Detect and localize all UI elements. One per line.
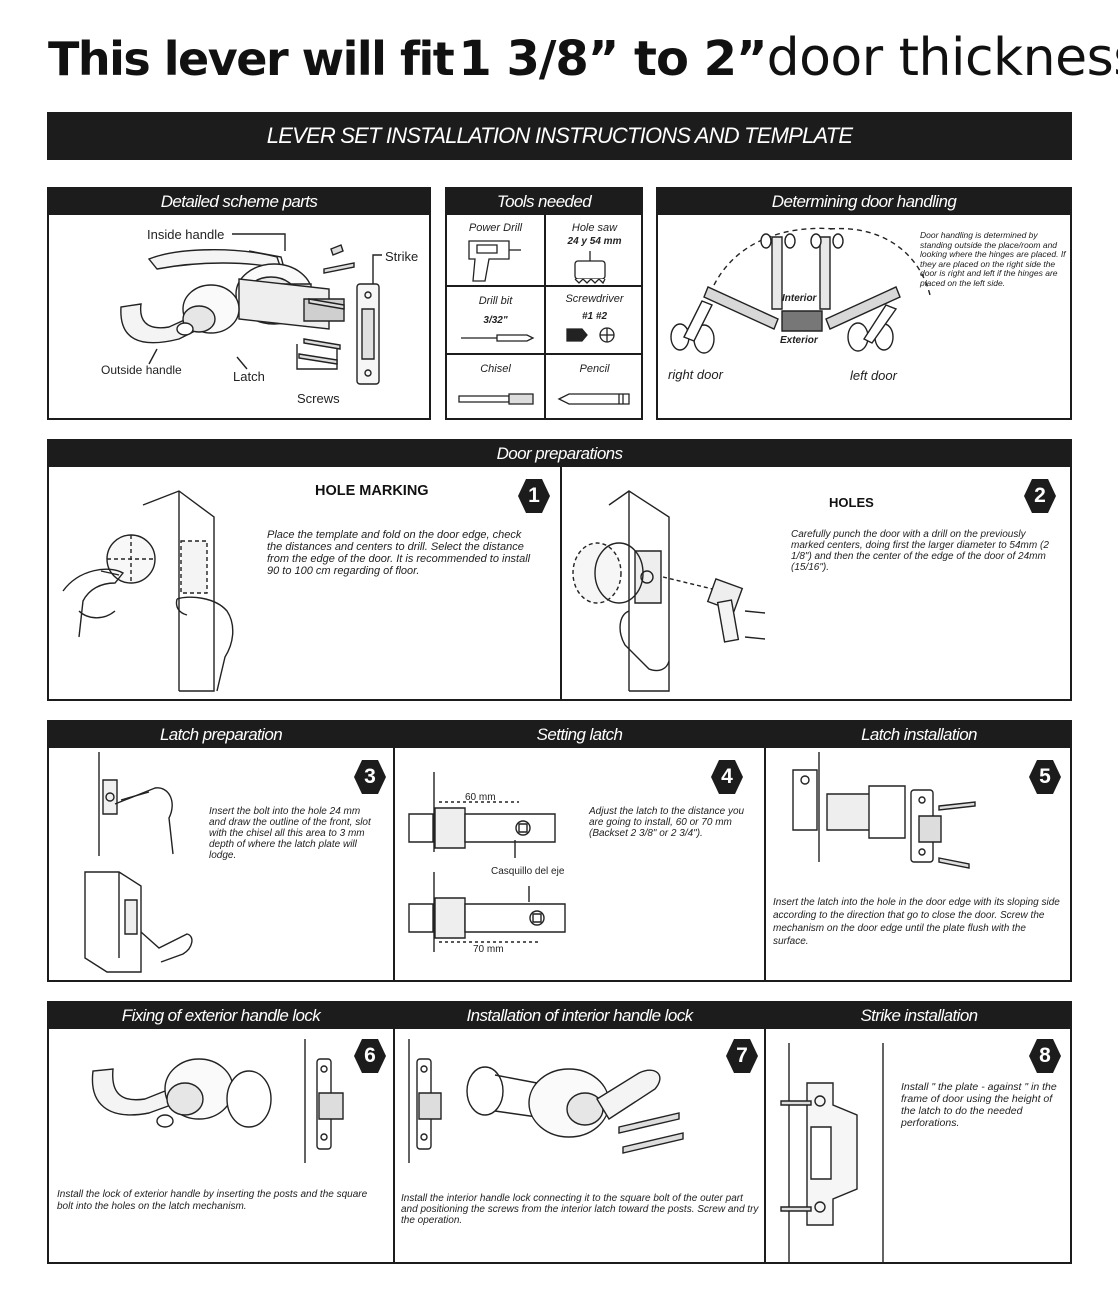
step8-text: Install " the plate - against " in the f… [901, 1081, 1057, 1129]
label-right-door: right door [668, 367, 723, 382]
label-axis-bushing: Casquillo del eje [491, 866, 565, 877]
step2-title: HOLES [829, 495, 874, 510]
headline-part3: door thickness [766, 28, 1118, 88]
tool-chisel-label: Chisel [480, 363, 511, 375]
step5-number-badge: 5 [1029, 760, 1061, 794]
dimension-60mm: 60 mm [465, 792, 496, 803]
dimension-70mm: 70 mm [473, 944, 504, 955]
tools-divider-h1 [447, 285, 641, 287]
handle-strike-drawings [49, 1003, 1074, 1266]
tools-divider-h2 [447, 353, 641, 355]
step3-text: Insert the bolt into the hole 24 mm and … [209, 806, 371, 861]
step8-number-badge: 8 [1029, 1039, 1061, 1073]
label-interior: Interior [782, 293, 817, 304]
step3-number-badge: 3 [354, 760, 386, 794]
tool-icons [447, 189, 645, 422]
latch-steps-drawings [49, 722, 1074, 984]
headline-part1: This lever will fit [48, 32, 455, 86]
tool-power-drill-label: Power Drill [468, 222, 523, 234]
chisel-icon [459, 394, 533, 404]
label-exterior: Exterior [780, 335, 818, 346]
step5-text: Insert the latch into the hole in the do… [773, 897, 1060, 947]
screwdriver-icon [567, 328, 614, 342]
handling-title: Determining door handling [658, 189, 1070, 215]
step6-title: Fixing of exterior handle lock [121, 1006, 321, 1025]
row3-divider-1 [393, 1003, 395, 1262]
label-screws: Screws [297, 391, 340, 406]
page-headline: This lever will fit 1 3/8” to 2”door thi… [48, 28, 1118, 98]
label-left-door: left door [850, 368, 897, 383]
latch-steps-header [49, 722, 1070, 748]
latch-steps-panel: Latch preparation Setting latch Latch in… [47, 720, 1072, 982]
row2-divider-1 [393, 722, 395, 980]
pencil-icon [559, 394, 629, 404]
tool-hole-saw-size: 24 y 54 mm [567, 236, 622, 247]
handling-note: Door handling is determined by standing … [920, 230, 1066, 288]
handle-strike-steps-header [49, 1003, 1070, 1029]
step6-text: Install the lock of exterior handle by i… [57, 1189, 368, 1212]
handling-panel: Determining door handling Door handling … [656, 187, 1072, 420]
drill-bit-icon [461, 335, 533, 341]
preparations-divider [560, 467, 562, 699]
tool-drill-bit-size: 3/32" [483, 315, 508, 326]
tool-screwdriver-label: Screwdriver [565, 293, 624, 305]
row3-divider-2 [764, 1003, 766, 1262]
tools-divider-v [544, 215, 546, 418]
step3-title: Latch preparation [159, 725, 283, 744]
door-handling-diagram [658, 189, 1074, 422]
parts-panel: Detailed scheme parts Inside handle Stri… [47, 187, 431, 420]
label-latch: Latch [233, 369, 265, 384]
label-strike: Strike [385, 249, 419, 264]
row2-divider-2 [764, 722, 766, 980]
tool-screwdriver-size: #1 #2 [581, 311, 608, 322]
door-prep-drawings [49, 441, 1074, 703]
door-preparations-panel: Door preparations HOLE MARKING 1 Place t… [47, 439, 1072, 701]
label-inside-handle: Inside handle [147, 227, 225, 242]
tool-drill-bit-label: Drill bit [478, 295, 513, 307]
instructions-banner: LEVER SET INSTALLATION INSTRUCTIONS AND … [47, 112, 1072, 160]
tool-hole-saw-label: Hole saw [571, 222, 618, 234]
step1-title: HOLE MARKING [315, 483, 429, 499]
preparations-title: Door preparations [49, 441, 1070, 467]
step7-text: Install the interior handle lock connect… [401, 1193, 759, 1226]
step1-text: Place the template and fold on the door … [267, 529, 531, 577]
lever-parts-drawing [49, 189, 433, 422]
tools-title: Tools needed [447, 189, 641, 215]
tools-panel: Tools needed Power Drill Hole saw 24 y 5… [445, 187, 643, 420]
step8-title: Strike installation [860, 1006, 978, 1025]
parts-title: Detailed scheme parts [49, 189, 429, 215]
headline-part2: 1 3/8” to 2” [458, 31, 767, 87]
tool-pencil-label: Pencil [579, 363, 610, 375]
label-outside-handle: Outside handle [101, 363, 182, 377]
step2-number-badge: 2 [1024, 479, 1056, 513]
step2-text: Carefully punch the door with a drill on… [791, 529, 1049, 573]
handle-strike-steps-panel: Fixing of exterior handle lock Installat… [47, 1001, 1072, 1264]
hole-saw-icon [575, 251, 605, 283]
step4-text: Adjust the latch to the distance you are… [589, 806, 745, 839]
step7-title: Installation of interior handle lock [466, 1006, 694, 1025]
power-drill-icon [469, 241, 521, 281]
step5-title: Latch installation [861, 725, 977, 744]
step4-title: Setting latch [536, 725, 623, 744]
